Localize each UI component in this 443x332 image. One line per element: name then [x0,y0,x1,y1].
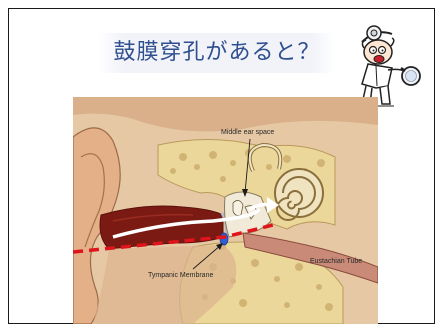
doctor-with-magnifier-icon [348,24,424,108]
label-tympanic-membrane: Tympanic Membrane [148,272,213,279]
slide-title: 鼓膜穿孔があると？ [99,33,335,73]
label-middle-ear-space: Middle ear space [221,129,274,136]
label-eustachian-tube: Eustachian Tube [310,258,362,265]
